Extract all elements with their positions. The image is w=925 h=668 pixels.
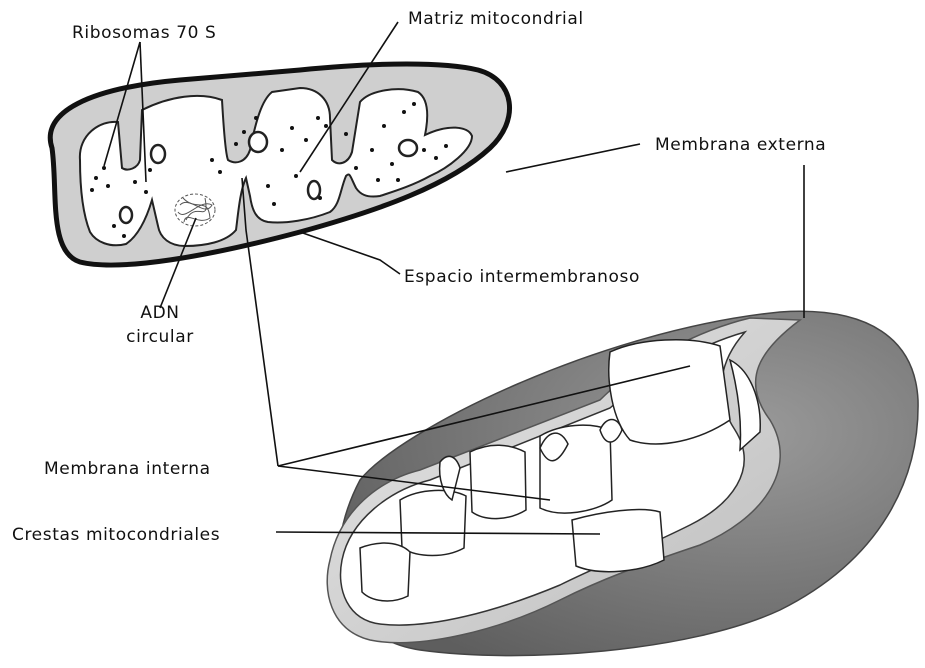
label-intermembrane-space: Espacio intermembranoso [404, 267, 640, 287]
label-dna-line1: ADN [140, 303, 179, 323]
cross-section-mitochondrion [50, 64, 509, 265]
leader-intermembrane [300, 232, 400, 274]
label-ribosomes: Ribosomas 70 S [72, 23, 216, 43]
label-matrix: Matriz mitocondrial [408, 9, 584, 29]
label-cristae: Crestas mitocondriales [12, 525, 220, 545]
leader-outer-membrane [506, 144, 640, 172]
label-outer-membrane: Membrana externa [655, 135, 826, 155]
label-inner-membrane: Membrana interna [44, 459, 211, 479]
label-dna-line2: circular [126, 327, 194, 347]
